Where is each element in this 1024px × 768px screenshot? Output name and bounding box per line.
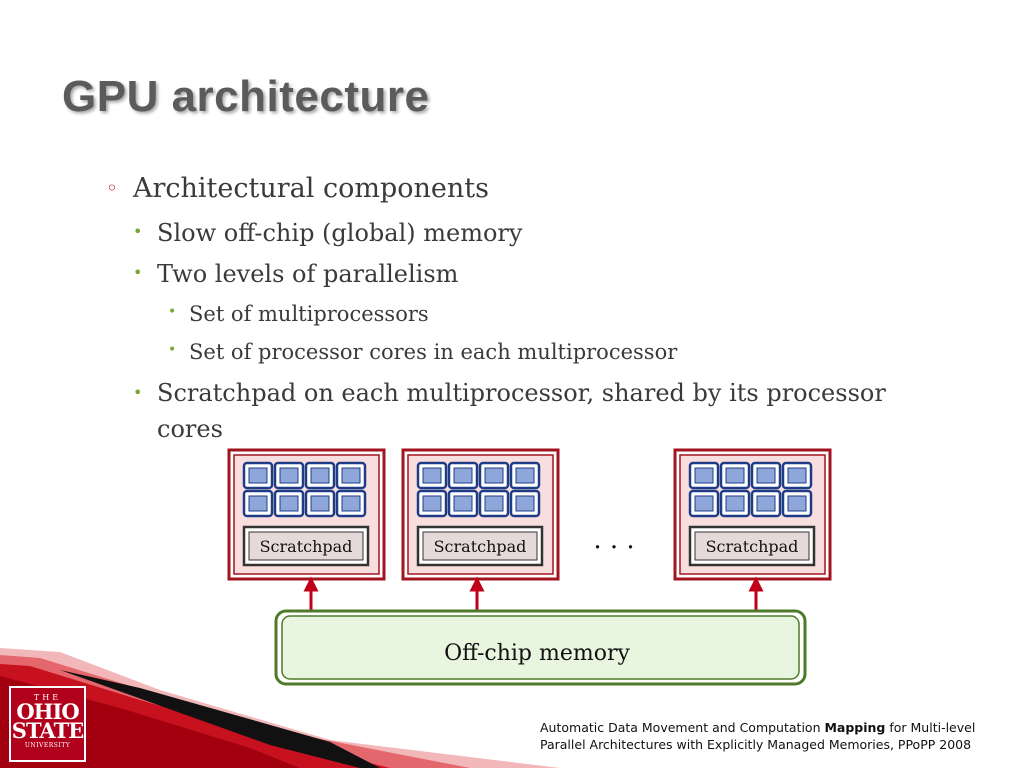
bullet-set-cores: • Set of processor cores in each multipr… (168, 340, 678, 364)
logo-university: UNIVERSITY (24, 742, 71, 749)
bullet-text: Two levels of parallelism (157, 260, 459, 288)
scratchpad: Scratchpad (688, 525, 816, 567)
dot-bullet-icon: • (133, 383, 143, 402)
offchip-memory-box: Off-chip memory (274, 609, 807, 686)
processor-core (688, 461, 720, 490)
dot-bullet-icon: • (168, 342, 177, 358)
logo-ohio: OHIO (16, 699, 79, 724)
processor-core (273, 489, 305, 518)
dot-bullet-icon: • (133, 222, 143, 241)
processor-core (750, 489, 782, 518)
footer-line-2: Parallel Architectures with Explicitly M… (540, 737, 972, 752)
processor-core (509, 489, 541, 518)
footer-line-1: Automatic Data Movement and Computation … (540, 720, 976, 735)
ellipsis: . . . (593, 525, 634, 555)
processor-core (509, 461, 541, 490)
bullet-text: Architectural components (133, 173, 489, 204)
processor-core (781, 489, 813, 518)
offchip-memory-label: Off-chip memory (444, 641, 630, 666)
logo-state: STATE (11, 718, 84, 743)
processor-core (750, 461, 782, 490)
scratchpad: Scratchpad (242, 525, 370, 567)
logo-the: THE (33, 693, 62, 702)
processor-core (688, 489, 720, 518)
bullet-scratchpad: • Scratchpad on each multiprocessor, sha… (133, 375, 957, 447)
processor-core (719, 489, 751, 518)
processor-core (781, 461, 813, 490)
dot-bullet-icon: • (168, 304, 177, 320)
processor-core (447, 489, 479, 518)
bullet-slow-memory: • Slow off-chip (global) memory (133, 219, 523, 247)
processor-core (478, 489, 510, 518)
processor-core (242, 461, 274, 490)
processor-core (416, 461, 448, 490)
processor-core (304, 461, 336, 490)
slide-title: GPU architecture (62, 72, 430, 121)
ring-bullet-icon: ◦ (106, 176, 118, 200)
multiprocessor-box: Scratchpad (673, 448, 832, 581)
processor-core (447, 461, 479, 490)
processor-core (335, 461, 367, 490)
processor-core (242, 489, 274, 518)
processor-core (719, 461, 751, 490)
multiprocessor-box: Scratchpad (227, 448, 386, 581)
processor-core (416, 489, 448, 518)
processor-core (304, 489, 336, 518)
bullet-text: Scratchpad on each multiprocessor, share… (157, 379, 886, 443)
bullet-set-multiprocessors: • Set of multiprocessors (168, 302, 429, 326)
scratchpad-label: Scratchpad (434, 537, 527, 556)
bullet-architectural-components: ◦ Architectural components (106, 173, 489, 204)
scratchpad-label: Scratchpad (260, 537, 353, 556)
footer-citation: Automatic Data Movement and Computation … (540, 719, 1020, 753)
processor-core (273, 461, 305, 490)
processor-core (478, 461, 510, 490)
dot-bullet-icon: • (133, 263, 143, 282)
scratchpad-label: Scratchpad (706, 537, 799, 556)
bullet-two-levels: • Two levels of parallelism (133, 260, 459, 288)
bullet-text: Slow off-chip (global) memory (157, 219, 523, 247)
bullet-text: Set of processor cores in each multiproc… (189, 340, 678, 364)
ohio-state-logo: THE OHIO STATE UNIVERSITY (9, 686, 86, 762)
processor-core (335, 489, 367, 518)
scratchpad: Scratchpad (416, 525, 544, 567)
multiprocessor-box: Scratchpad (401, 448, 560, 581)
bullet-text: Set of multiprocessors (189, 302, 429, 326)
